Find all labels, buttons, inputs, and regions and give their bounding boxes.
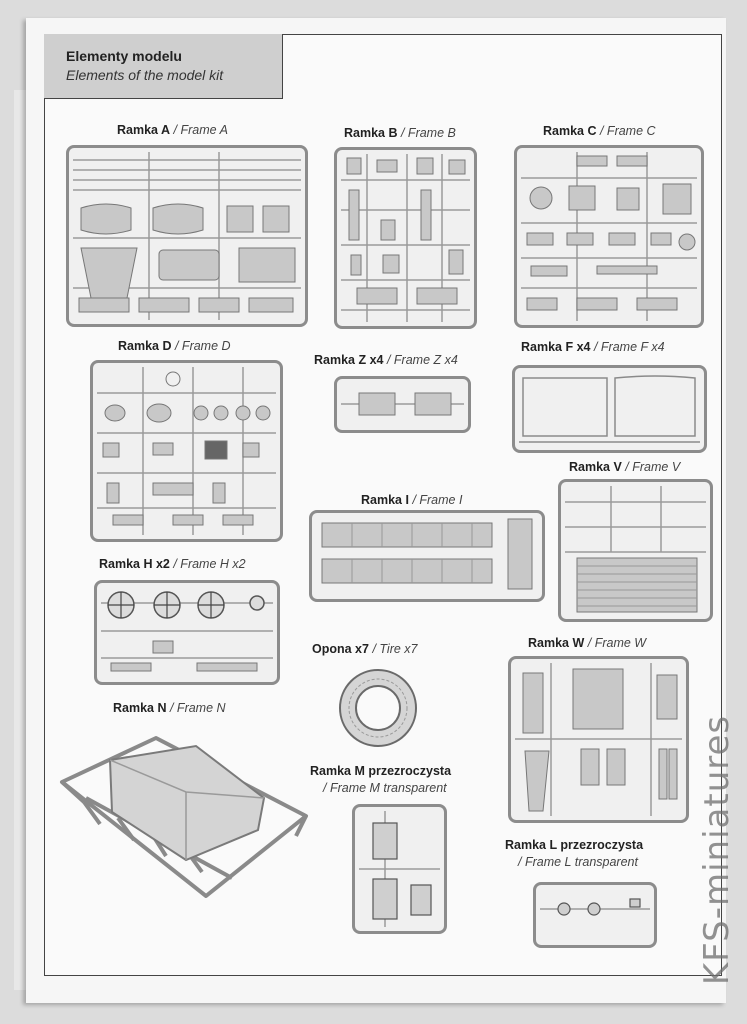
frame-a-label: Ramka A / Frame A: [117, 123, 228, 137]
frame-m-sublabel: / Frame M transparent: [323, 781, 447, 795]
frame-m-label: Ramka M przezroczysta: [310, 764, 452, 778]
frame-z-sprue: [334, 376, 471, 433]
frame-b-label: Ramka B / Frame B: [344, 126, 456, 140]
frame-l-label: Ramka L przezroczysta: [505, 838, 644, 852]
frame-m-sprue: [352, 804, 447, 934]
frame-w-parts: [515, 663, 682, 816]
frame-i-label: Ramka I / Frame I: [361, 493, 463, 507]
frame-d-label: Ramka D / Frame D: [118, 339, 231, 353]
frame-c-label: Ramka C / Frame C: [543, 124, 656, 138]
frame-m-parts: [359, 811, 440, 927]
frame-h-sprue: [94, 580, 280, 685]
frame-v-label: Ramka V / Frame V: [569, 460, 681, 474]
header-title: Elementy modelu: [66, 48, 182, 64]
header-subtitle: Elements of the model kit: [66, 67, 224, 83]
frame-f-parts: [519, 375, 700, 443]
watermark: KFS-miniatures: [697, 680, 740, 1010]
frame-n-label: Ramka N / Frame N: [113, 701, 226, 715]
frame-w-label: Ramka W / Frame W: [528, 636, 647, 650]
frame-d-parts: [97, 367, 276, 535]
frame-b-sprue: [334, 147, 477, 329]
frame-l-parts: [540, 898, 650, 916]
frame-a-parts: [73, 152, 301, 320]
frame-v-parts: [565, 486, 706, 613]
frame-h-parts: [101, 591, 273, 672]
frame-n-image: [56, 732, 310, 906]
frame-f-sprue: [512, 365, 707, 453]
frame-z-parts: [341, 392, 464, 416]
frame-v-sprue: [558, 479, 713, 622]
frame-w-sprue: [508, 656, 689, 823]
frame-i-sprue: [309, 510, 545, 602]
frame-h-label: Ramka H x2 / Frame H x2: [99, 557, 246, 571]
frame-f-label: Ramka F x4 / Frame F x4: [521, 340, 665, 354]
watermark-text: KFS-miniatures: [697, 714, 737, 986]
tire-label: Opona x7 / Tire x7: [312, 642, 418, 656]
frame-c-sprue: [514, 145, 704, 328]
frame-l-sublabel: / Frame L transparent: [518, 855, 638, 869]
frame-c-parts: [521, 152, 697, 321]
frame-l-sprue: [533, 882, 657, 948]
frame-z-label: Ramka Z x4 / Frame Z x4: [314, 353, 458, 367]
section-header: Elementy modelu Elements of the model ki…: [44, 34, 283, 99]
frame-d-sprue: [90, 360, 283, 542]
frame-i-parts: [321, 518, 533, 590]
frame-a-sprue: [66, 145, 308, 327]
tire-image: [336, 666, 420, 750]
frame-b-parts: [341, 154, 470, 322]
